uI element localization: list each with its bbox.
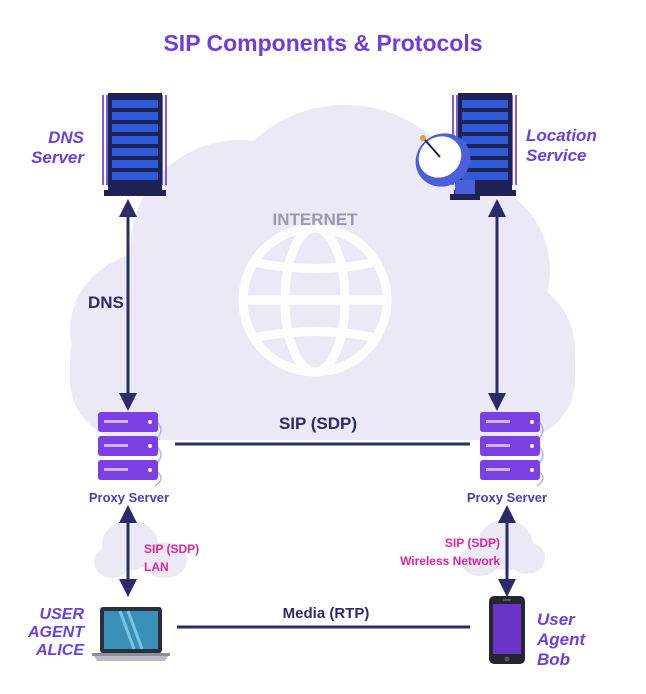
location-service-label: Location Service [526, 126, 597, 166]
internet-label: INTERNET [272, 210, 358, 229]
wireless-link-label-line2: Wireless Network [400, 554, 500, 568]
proxy-server-left-label: Proxy Server [88, 490, 170, 505]
satellite-dish-icon [415, 133, 480, 200]
dns-link-label: DNS [88, 293, 124, 312]
wireless-link-label: SIP (SDP) Wireless Network [376, 534, 500, 570]
location-service-label-line2: Service [526, 146, 587, 165]
user-alice-label: USER AGENT ALICE [20, 606, 84, 660]
user-alice-label-line1: USER [39, 606, 84, 623]
dns-server-label-line1: DNS [48, 128, 84, 147]
media-link-label: Media (RTP) [282, 605, 370, 622]
location-service-label-line1: Location [526, 126, 597, 145]
lan-link-label: SIP (SDP) LAN [144, 540, 199, 576]
wireless-cloud [460, 520, 545, 576]
globe-icon [238, 223, 392, 377]
user-bob-label-line1: User [537, 610, 575, 629]
user-bob-label-line2: Agent [537, 630, 586, 649]
dns-server-label: DNS Server [22, 128, 84, 168]
proxy-server-right-icon [480, 412, 544, 487]
user-bob-label-line3: Bob [537, 650, 571, 669]
diagram-title: SIP Components & Protocols [163, 30, 483, 56]
proxy-server-right-label: Proxy Server [466, 490, 548, 505]
user-alice-label-line3: ALICE [36, 642, 84, 659]
user-alice-label-line2: AGENT [28, 624, 84, 641]
lan-link-label-line1: SIP (SDP) [144, 542, 200, 556]
laptop-icon [92, 607, 170, 661]
user-bob-label: User Agent Bob [537, 610, 585, 670]
wireless-link-label-line1: SIP (SDP) [444, 536, 500, 550]
proxy-server-left-icon [98, 412, 162, 487]
dns-server-icon [102, 93, 167, 196]
sip-link-label: SIP (SDP) [278, 414, 358, 433]
smartphone-icon [489, 596, 525, 664]
lan-link-label-line2: LAN [144, 560, 169, 574]
location-server-icon [452, 93, 517, 196]
dns-server-label-line2: Server [31, 148, 84, 167]
